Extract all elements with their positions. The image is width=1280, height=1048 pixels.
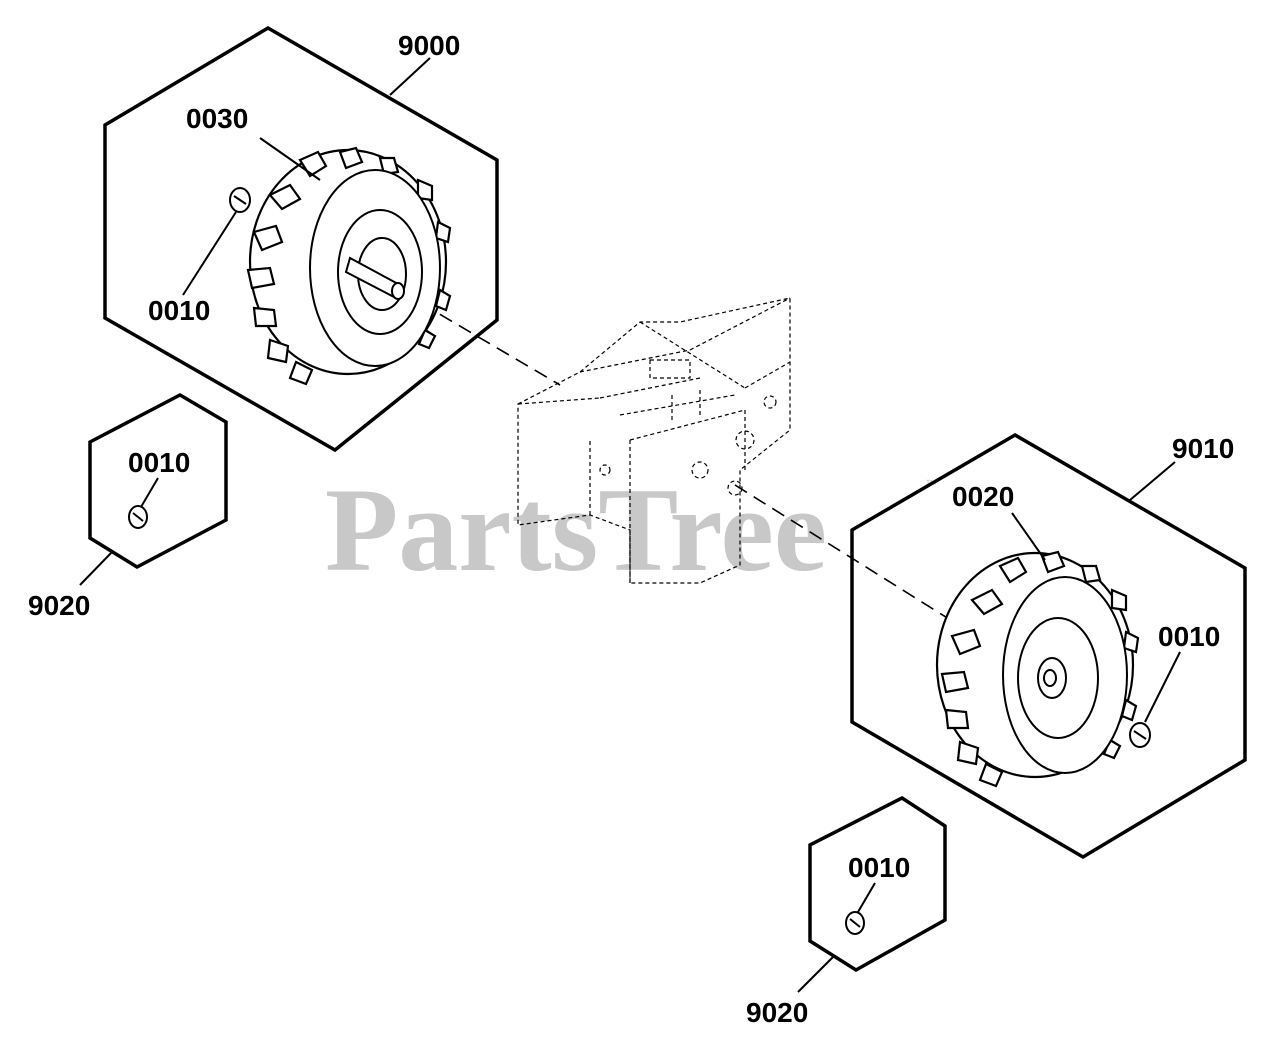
frame-housing [517, 297, 791, 584]
callout-0010-right-kit: 0010 [848, 852, 910, 883]
leader-9020-right [797, 955, 835, 993]
leader-0010-right-kit [857, 882, 876, 913]
leader-0010-right-wheel [1144, 651, 1181, 723]
callout-0010-left-kit: 0010 [128, 447, 190, 478]
tire-tread-left [246, 146, 452, 386]
leader-9020-left [79, 551, 113, 586]
leader-9010 [1129, 461, 1176, 501]
callout-0010-left-wheel: 0010 [148, 295, 210, 326]
leader-9000 [389, 57, 431, 96]
kit-9010-outline [850, 432, 1247, 860]
kit-9000-outline [103, 25, 499, 453]
callout-9020-left: 9020 [28, 590, 90, 621]
wheel-assembly-right [935, 550, 1151, 788]
kit-9020-right-outline [808, 795, 947, 973]
callout-0030: 0030 [186, 103, 248, 134]
leader-0010-left-wheel [182, 211, 237, 296]
callout-0020: 0020 [952, 481, 1014, 512]
kit-9020-left-outline [88, 392, 228, 570]
tire-tread-right [940, 550, 1140, 788]
callout-9000: 9000 [398, 30, 460, 61]
callout-9010: 9010 [1172, 433, 1234, 464]
leader-0030 [259, 137, 321, 181]
leader-0020 [1011, 512, 1046, 561]
callout-0010-right-wheel: 0010 [1158, 621, 1220, 652]
callout-9020-right: 9020 [746, 997, 808, 1028]
leader-0010-left-kit [140, 477, 159, 508]
wheel-assembly-left [229, 146, 452, 386]
watermark-text: PartsTree [325, 463, 827, 596]
